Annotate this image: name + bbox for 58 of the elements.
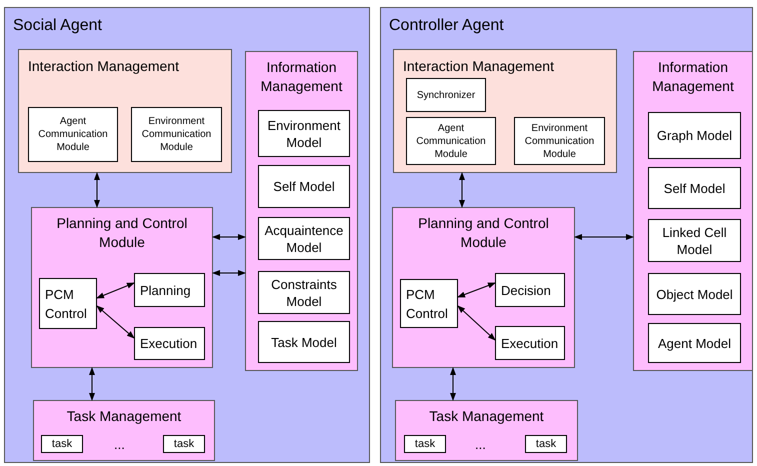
arrow [96,305,135,339]
module-box: Synchronizer [406,78,486,112]
model-box: Self Model [648,167,741,209]
heading: Planning and Control Module [56,214,188,252]
component-box: Execution [495,326,565,360]
heading: Information Management [651,58,735,96]
management-box [395,400,578,461]
management-box [245,51,358,371]
management-box [393,49,617,173]
control-box: PCM Control [39,278,97,329]
arrow [574,234,634,240]
heading: Task Management [66,407,182,426]
module-box: Agent Communication Module [406,117,496,165]
model-box: Acquaintence Model [258,217,350,260]
agent-panel [4,7,370,463]
model-box: Constraints Model [258,271,350,314]
heading: Social Agent [13,16,102,36]
model-box: Object Model [648,273,741,315]
model-box: Graph Model [648,112,741,159]
module-box: Environment Communication Module [514,117,605,165]
ellipsis: ... [475,437,486,453]
model-box: Self Model [258,165,350,208]
arrow [457,305,496,341]
task-box: task [404,435,446,453]
module-box [31,207,213,368]
arrow [212,234,246,240]
management-box [33,400,215,461]
task-box: task [41,435,83,453]
heading: Interaction Management [28,57,179,76]
heading: Task Management [428,407,545,426]
heading: Planning and Control Module [417,214,550,252]
heading: Interaction Management [403,57,554,76]
task-box: task [163,435,205,453]
model-box: Linked Cell Model [648,219,741,262]
arrow [89,367,95,401]
component-box: Decision [495,273,565,307]
module-box [392,207,575,368]
arrow [212,270,246,276]
task-box: task [525,435,567,453]
agent-panel [380,7,753,463]
module-box: Agent Communication Module [28,107,118,162]
module-box: Environment Communication Module [131,107,222,162]
arrow [94,172,100,208]
ellipsis: ... [114,437,125,453]
management-box [18,49,232,173]
heading: Controller Agent [389,16,504,36]
arrow [459,172,465,208]
model-box: Task Model [258,321,350,363]
component-box: Planning [134,273,205,307]
control-box: PCM Control [400,279,458,328]
arrow [96,282,135,298]
arrow [450,367,456,401]
heading: Information Management [260,58,344,96]
model-box: Environment Model [258,110,350,157]
arrow [457,282,496,298]
component-box: Execution [134,327,205,360]
model-box: Agent Model [648,323,741,363]
management-box [633,51,753,371]
